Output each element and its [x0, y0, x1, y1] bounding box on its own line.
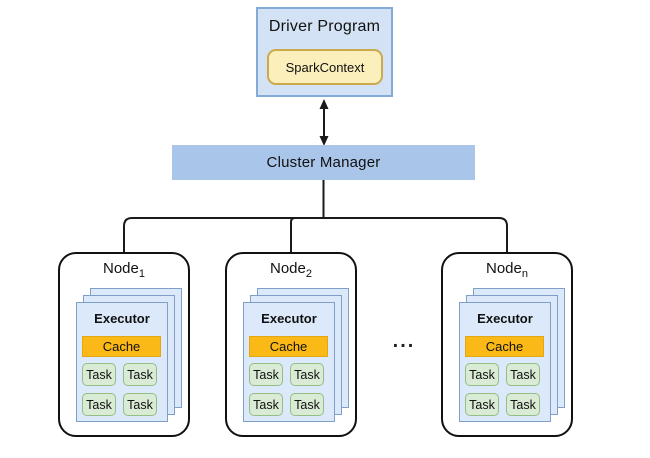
node-1-name: Node — [103, 260, 139, 277]
executor-label: Executor — [94, 311, 150, 326]
driver-cluster-arrow — [319, 99, 329, 146]
cluster-manager-label: Cluster Manager — [266, 154, 381, 171]
task-box: Task — [465, 363, 499, 386]
task-box: Task — [123, 393, 157, 416]
worker-node-2: Node2 Executor Cache Task Task Task Task — [225, 252, 357, 437]
executor-card-front: Executor Cache Task Task Task Task — [459, 302, 551, 422]
task-box: Task — [290, 393, 324, 416]
cache-box: Cache — [82, 336, 161, 357]
cluster-manager-box: Cluster Manager — [172, 145, 475, 180]
task-box: Task — [123, 363, 157, 386]
cache-box: Cache — [465, 336, 544, 357]
task-box: Task — [82, 363, 116, 386]
node-1-subscript: 1 — [138, 268, 145, 280]
executor-label: Executor — [261, 311, 317, 326]
task-box: Task — [82, 393, 116, 416]
executor-card-front: Executor Cache Task Task Task Task — [76, 302, 168, 422]
cache-box: Cache — [249, 336, 328, 357]
node-n-subscript: n — [521, 268, 528, 280]
node-n-name: Node — [486, 260, 522, 277]
task-box: Task — [506, 393, 540, 416]
task-box: Task — [249, 393, 283, 416]
executor-card-front: Executor Cache Task Task Task Task — [243, 302, 335, 422]
cluster-node-connectors — [123, 180, 508, 252]
worker-node-n: Noden Executor Cache Task Task Task Task — [441, 252, 573, 437]
node-1-title: Node1 — [60, 260, 188, 280]
driver-program-title: Driver Program — [268, 18, 381, 35]
executor-label: Executor — [477, 311, 533, 326]
task-box: Task — [465, 393, 499, 416]
task-box: Task — [506, 363, 540, 386]
node-n-title: Noden — [443, 260, 571, 280]
task-box: Task — [290, 363, 324, 386]
node-2-name: Node — [270, 260, 306, 277]
spark-context-label: SparkContext — [285, 59, 365, 75]
worker-node-1: Node1 Executor Cache Task Task Task Task — [58, 252, 190, 437]
node-2-subscript: 2 — [305, 268, 312, 280]
more-nodes-ellipsis: ... — [392, 330, 416, 352]
task-box: Task — [249, 363, 283, 386]
node-2-title: Node2 — [227, 260, 355, 280]
spark-context-box: SparkContext — [267, 49, 383, 85]
